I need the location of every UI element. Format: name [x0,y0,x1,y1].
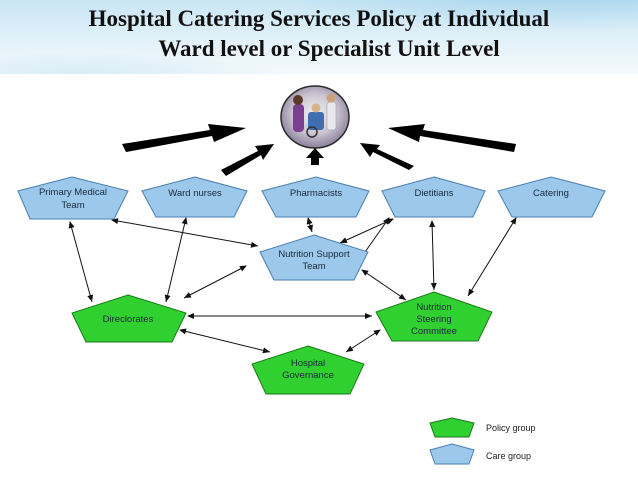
person-figure-1 [293,104,304,132]
nutrition-support-team-label-2: Team [302,261,325,272]
nutrition-steering-committee-label-3: Committee [411,326,457,337]
wheelchair-figure [308,112,324,130]
nutrition-steering-committee-label-2: Steering [416,314,451,325]
legend-policy-label: Policy group [486,423,536,433]
person-figure-2 [326,101,337,131]
node-nutrition-steering-committee: Nutrition Steering Committee [375,291,493,342]
title-band [0,0,638,74]
node-catering: Catering [497,176,606,218]
primary-medical-team-label-1: Primary Medical [39,187,107,198]
node-directorates: Direclorates [71,294,187,343]
hospital-governance-label-1: Hospital [291,358,325,369]
big-arrows [122,124,516,176]
legend: Policy group Care group [429,417,536,465]
ward-nurses-label: Ward nurses [168,188,222,199]
node-dietitians: Dietitians [381,176,486,218]
nutrition-steering-committee-label-1: Nutrition [416,302,451,313]
directorates-label: Direclorates [103,314,154,325]
legend-policy-swatch [429,417,475,438]
catering-label: Catering [533,188,569,199]
connectors [68,217,517,354]
node-pharmacists: Pharmacists [261,176,370,218]
dietitians-label: Dietitians [414,188,453,199]
node-nutrition-support-team: Nutrition Support Team [259,234,369,281]
primary-medical-team-label-2: Team [61,200,84,211]
legend-care-label: Care group [486,451,531,461]
hospital-governance-label-2: Governance [282,370,334,381]
page-title: Hospital Catering Services Policy at Ind… [0,4,638,64]
nutrition-support-team-label-1: Nutrition Support [278,249,350,260]
legend-care-swatch [429,443,475,465]
title-line-1: Hospital Catering Services Policy at Ind… [88,6,550,31]
node-primary-medical-team: Primary Medical Team [17,176,129,220]
title-line-2: Ward level or Specialist Unit Level [158,36,500,61]
node-hospital-governance: Hospital Governance [251,345,365,395]
pharmacists-label: Pharmacists [290,188,343,199]
node-ward-nurses: Ward nurses [141,176,248,218]
patient-photo [280,85,350,149]
